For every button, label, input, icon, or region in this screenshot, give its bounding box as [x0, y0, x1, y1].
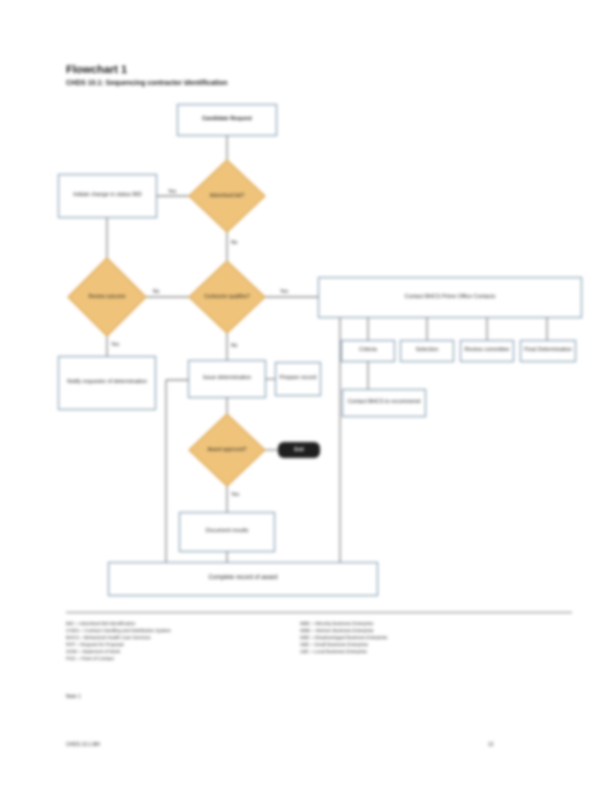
wide-bottom-box: Complete record of award — [108, 562, 378, 596]
mid-box: Issue determination — [188, 360, 266, 398]
edge-label-mid-down: No — [231, 343, 238, 349]
r3-box: Review committee — [460, 340, 514, 362]
bottom-box: Document results — [179, 512, 275, 552]
legend-item: SOW = Statement of Work — [66, 649, 121, 654]
legend-item: RFP = Request for Proposal — [66, 642, 124, 647]
edge-label-mid-right: Yes — [280, 289, 289, 295]
legend-item: SBE = Small Business Enterprise — [300, 642, 369, 647]
edge-label-mid-left: No — [153, 289, 160, 295]
legend-item: POC = Point of Contact — [66, 656, 114, 661]
r4-box: Final Determination — [520, 340, 576, 362]
decision-left-label: Review outcome — [88, 293, 126, 300]
legend-item: DBE = Disadvantaged Business Enterprise — [300, 635, 388, 640]
legend-separator — [66, 612, 572, 613]
below-r1-box: Contact BHCS to recommend — [342, 389, 426, 417]
right-wide-box: Contact BHCS Prime Office Contacts — [318, 277, 582, 318]
decision-mid-label: Contractor qualifies? — [204, 293, 250, 300]
legend-right: MBE = Minority Business Enterprise WBE =… — [300, 620, 387, 655]
legend-item: WBE = Women Business Enterprise — [300, 628, 374, 633]
start-box: Candidate Request — [177, 104, 277, 136]
legend-left: BID = Advertised Bid Identification CHDS… — [66, 620, 171, 662]
left-low-box: Notify requestor of determination — [58, 356, 156, 410]
legend-item: CHDS = Contract Handling and Distributio… — [66, 628, 171, 633]
r2-box: Selection — [400, 340, 454, 362]
legend-item: MBE = Minority Business Enterprise — [300, 621, 374, 626]
decision-top-label: Advertised bid? — [209, 192, 245, 199]
legend-item: BHCS = Behavioral Health Care Services — [66, 635, 151, 640]
page-subtitle: CHDS 10.1: Sequencing contractor identif… — [66, 80, 228, 87]
footnote: Note 1 — [66, 694, 81, 700]
edge-label-top-left: Yes — [168, 189, 177, 195]
edge-label-left-down: Yes — [111, 342, 120, 348]
edge-label-bottom-down: Yes — [231, 492, 240, 498]
r1-box: Criteria — [341, 340, 395, 362]
legend-item: BID = Advertised Bid Identification — [66, 621, 136, 626]
side-box: Prepare record — [275, 362, 321, 396]
legend-item: LBE = Local Business Enterprise — [300, 649, 368, 654]
end-pill: End — [278, 442, 320, 458]
edge-label-top-down: No — [231, 240, 238, 246]
page-title: Flowchart 1 — [66, 64, 128, 76]
footer-left: CHDS 10.1-BH — [66, 742, 100, 748]
decision-bottom-label: Award approved? — [207, 446, 247, 453]
left-box: Initiate change in status BID — [58, 174, 157, 218]
page-number: 12 — [488, 742, 494, 748]
